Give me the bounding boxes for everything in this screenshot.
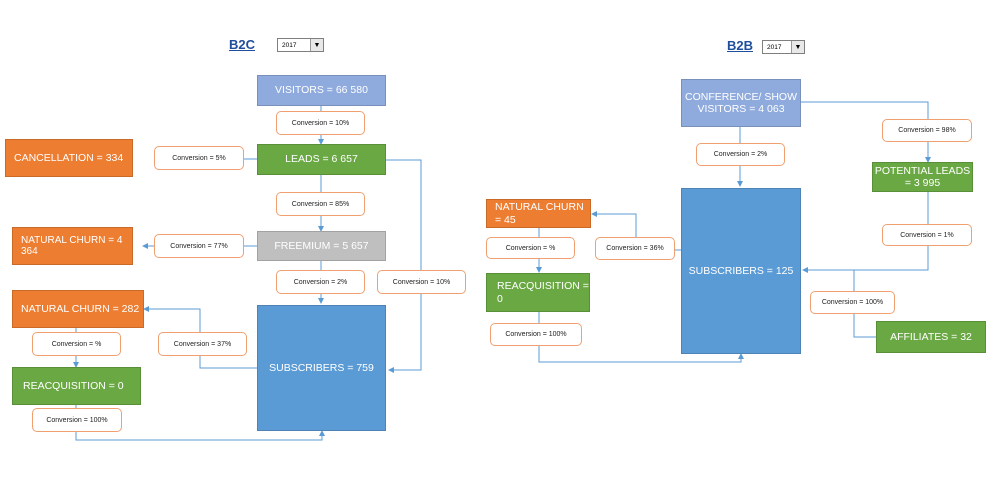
b2b-potential-leads-node: POTENTIAL LEADS = 3 995 — [872, 162, 973, 192]
b2b-conference-visitors-node: CONFERENCE/ SHOW VISITORS = 4 063 — [681, 79, 801, 127]
b2b-conv-conference-potential: Conversion = 98% — [882, 119, 972, 142]
b2c-freemium-node: FREEMIUM = 5 657 — [257, 231, 386, 261]
b2b-natural-churn-node: NATURAL CHURN = 45 — [486, 199, 591, 228]
b2c-cancellation-node: CANCELLATION = 334 — [5, 139, 133, 177]
b2c-conv-leads-cancellation: Conversion = 5% — [154, 146, 244, 170]
b2b-conv-subscribers-churn: Conversion = 36% — [595, 237, 675, 260]
b2c-year-value: 2017 — [282, 41, 297, 49]
b2b-reacquisition-node: REACQUISITION = 0 — [486, 273, 590, 312]
b2c-conv-subscribers-churn: Conversion = 37% — [158, 332, 247, 356]
b2b-subscribers-node: SUBSCRIBERS = 125 — [681, 188, 801, 354]
b2b-conv-reacquisition-subscribers: Conversion = 100% — [490, 323, 582, 346]
b2b-conv-affiliates-subscribers: Conversion = 100% — [810, 291, 895, 314]
b2b-conv-churn-reacquisition: Conversion = % — [486, 237, 575, 259]
b2c-natural-churn-node-2: NATURAL CHURN = 282 — [12, 290, 144, 328]
b2c-reacquisition-node: REACQUISITION = 0 — [12, 367, 141, 405]
b2b-year-value: 2017 — [767, 43, 782, 51]
b2c-conv-churn-reacquisition: Conversion = % — [32, 332, 121, 356]
b2c-title[interactable]: B2C — [229, 37, 256, 52]
b2c-conv-leads-subscribers: Conversion = 10% — [377, 270, 466, 294]
b2b-year-select[interactable]: 2017 ▼ — [762, 40, 805, 54]
b2b-conv-potential-subscribers: Conversion = 1% — [882, 224, 972, 246]
b2c-conv-freemium-churn: Conversion = 77% — [154, 234, 244, 258]
b2c-conv-visitors-leads: Conversion = 10% — [276, 111, 365, 135]
b2c-subscribers-node: SUBSCRIBERS = 759 — [257, 305, 386, 431]
b2c-leads-node: LEADS = 6 657 — [257, 144, 386, 175]
b2b-affiliates-node: AFFILIATES = 32 — [876, 321, 986, 353]
chevron-down-icon[interactable]: ▼ — [310, 39, 323, 51]
b2c-natural-churn-node-1: NATURAL CHURN = 4 364 — [12, 227, 133, 265]
b2b-conv-conference-subscribers: Conversion = 2% — [696, 143, 785, 166]
chevron-down-icon[interactable]: ▼ — [791, 41, 804, 53]
b2c-year-select[interactable]: 2017 ▼ — [277, 38, 324, 52]
b2c-conv-reacquisition-subscribers: Conversion = 100% — [32, 408, 122, 432]
b2c-conv-freemium-subscribers: Conversion = 2% — [276, 270, 365, 294]
b2c-conv-leads-freemium: Conversion = 85% — [276, 192, 365, 216]
b2b-title[interactable]: B2B — [727, 38, 754, 53]
b2c-visitors-node: VISITORS = 66 580 — [257, 75, 386, 106]
